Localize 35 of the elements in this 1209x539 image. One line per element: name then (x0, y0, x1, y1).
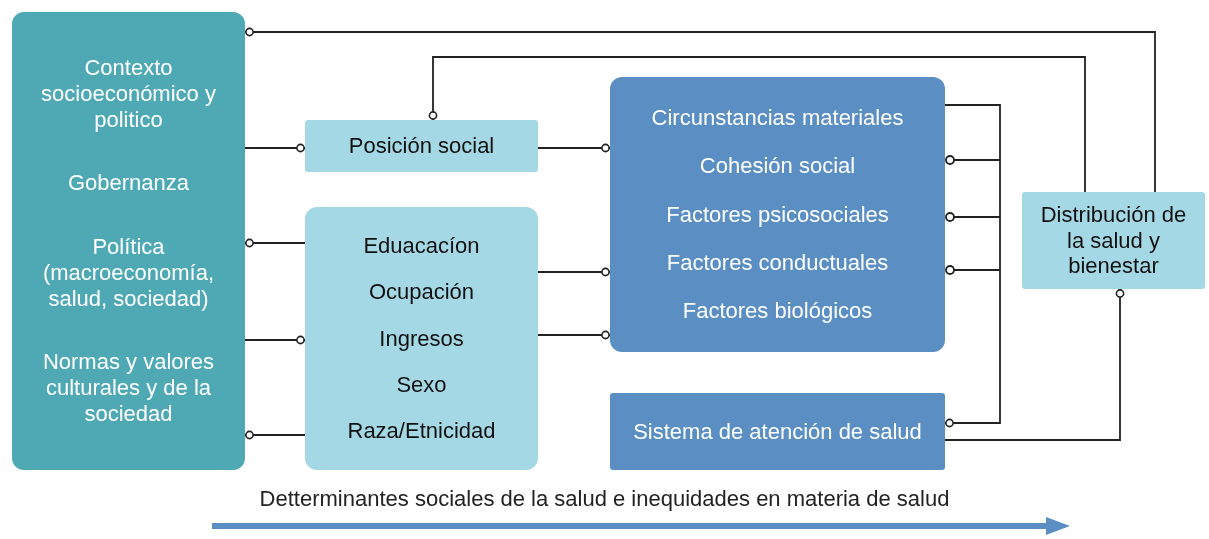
connector (244, 238, 306, 248)
node-label: Sexo (396, 371, 447, 398)
node-label: Contexto socioeconómico y politico (40, 55, 217, 134)
connector (428, 56, 1086, 193)
node-label: Gobernanza (67, 170, 190, 197)
node-label: Cohesión social (699, 153, 856, 180)
process-box (12, 12, 245, 470)
connector (244, 335, 306, 345)
process-box (305, 207, 538, 470)
node-label: Factores psicosociales (666, 201, 889, 228)
connector (537, 267, 611, 277)
connector (244, 143, 306, 153)
connector (537, 143, 611, 153)
node-label: Circunstancias materiales (651, 105, 904, 132)
node-label: Factores biológicos (682, 297, 873, 324)
process-box (610, 393, 945, 470)
node-label: Distribución de la salud y bienestar (1039, 201, 1188, 280)
node-label: Factores conductuales (666, 249, 889, 276)
connector (537, 330, 611, 340)
node-label: Sistema de atención de salud (633, 418, 922, 445)
node-label: Eduacacíon (363, 233, 480, 260)
process-box (1022, 192, 1205, 289)
connector (944, 288, 1125, 441)
caption: Detterminantes sociales de la salud e inequidades en materia de salud (259, 486, 950, 512)
connector (944, 104, 1001, 428)
node-label: Política (macroeconomía, salud, sociedad) (41, 233, 216, 312)
node-label: Ocupación (368, 279, 475, 306)
node-label: Posición social (348, 133, 495, 159)
node-label: Ingresos (379, 325, 464, 352)
process-box (610, 77, 945, 352)
connector (244, 27, 1156, 193)
connector (244, 430, 306, 440)
node-label: Normas y valores culturales y de la sociedad (41, 348, 216, 427)
node-label: Raza/Etnicidad (347, 417, 496, 444)
process-box (305, 120, 538, 172)
